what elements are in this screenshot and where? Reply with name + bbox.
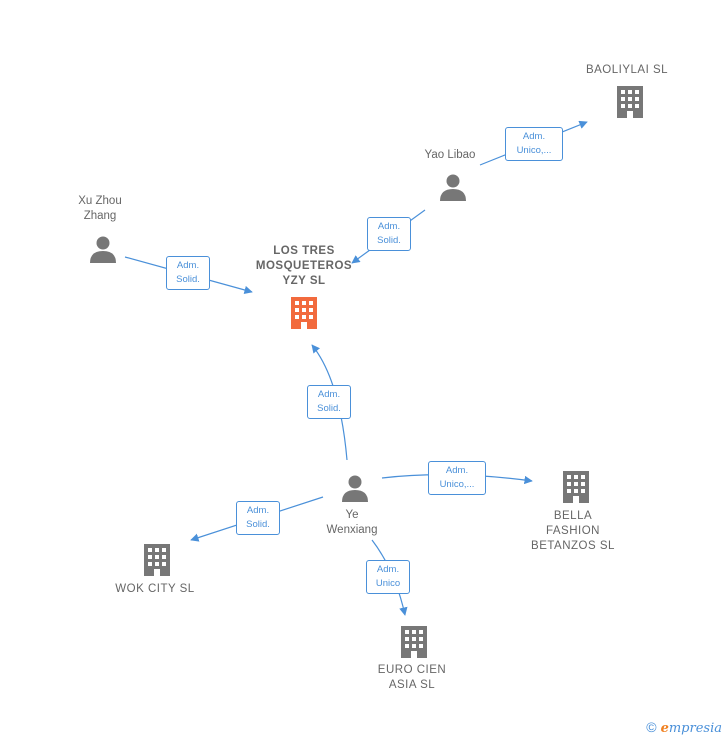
person-icon[interactable] — [438, 172, 468, 202]
node-label-bella-fashion[interactable]: BELLA FASHION BETANZOS SL — [531, 510, 615, 552]
node-label-xu-zhou-zhang[interactable]: Xu Zhou Zhang — [78, 195, 122, 222]
node-label-baoliylai[interactable]: BAOLIYLAI SL — [585, 64, 669, 76]
building-icon[interactable] — [288, 295, 320, 331]
node-label-ye-wenxiang[interactable]: Ye Wenxiang — [326, 509, 378, 536]
building-icon[interactable] — [141, 542, 173, 578]
building-icon[interactable] — [560, 469, 592, 505]
node-label-euro-cien[interactable]: EURO CIEN ASIA SL — [377, 664, 447, 691]
edge-label-ye-wok[interactable]: Adm. Solid. — [236, 501, 280, 535]
edge-label-yao-main[interactable]: Adm. Solid. — [367, 217, 411, 251]
node-label-los-tres-mosqueteros[interactable]: LOS TRES MOSQUETEROS YZY SL — [255, 245, 353, 287]
node-label-yao-libao[interactable]: Yao Libao — [424, 149, 476, 161]
building-icon[interactable] — [614, 84, 646, 120]
node-label-wok-city[interactable]: WOK CITY SL — [115, 583, 195, 595]
building-icon[interactable] — [398, 624, 430, 660]
person-icon[interactable] — [88, 234, 118, 264]
person-icon[interactable] — [340, 473, 370, 503]
edge-label-ye-euro[interactable]: Adm. Unico — [366, 560, 410, 594]
empresia-brand: ©empresia — [646, 719, 722, 736]
edge-label-xu-main[interactable]: Adm. Solid. — [166, 256, 210, 290]
edge-label-ye-main[interactable]: Adm. Solid. — [307, 385, 351, 419]
copyright-symbol: © — [646, 719, 657, 735]
brand-name: mpresia — [668, 721, 722, 736]
edge-label-ye-bella[interactable]: Adm. Unico,... — [428, 461, 486, 495]
edge-label-yao-baoliylai[interactable]: Adm. Unico,... — [505, 127, 563, 161]
brand-e: e — [660, 721, 669, 736]
